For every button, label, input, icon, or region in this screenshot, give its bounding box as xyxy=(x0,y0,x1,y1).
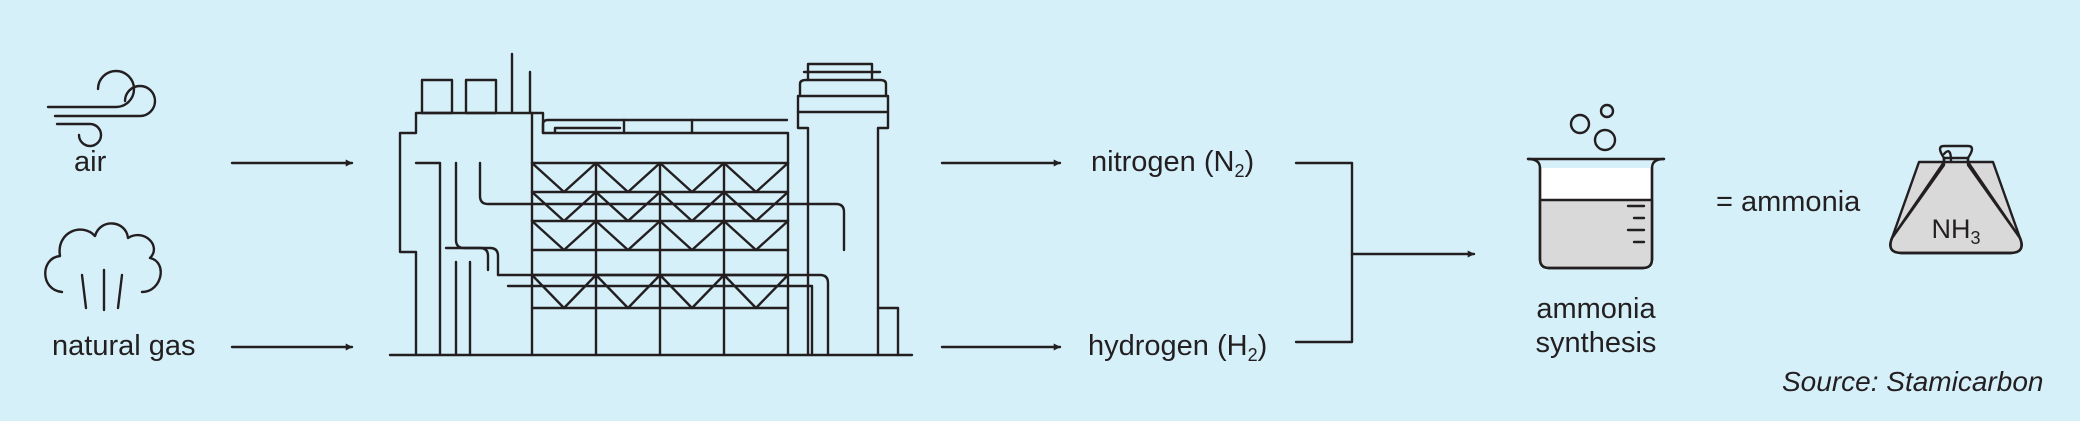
hydrogen-label: hydrogen (H2) xyxy=(1088,330,1268,365)
wind-icon xyxy=(46,69,157,148)
flask-icon xyxy=(1889,144,2023,255)
source-credit: Source: Stamicarbon xyxy=(1782,366,2044,397)
synthesis-line-2: synthesis xyxy=(1535,327,1657,359)
synthesis-line-1: ammonia xyxy=(1536,293,1656,325)
gas-cloud-icon xyxy=(44,222,162,312)
nitrogen-label: nitrogen (N2) xyxy=(1091,146,1255,181)
beaker-icon xyxy=(1526,103,1666,270)
merge-bracket xyxy=(1294,161,1354,344)
industrial-plant-icon xyxy=(388,52,914,357)
natural-gas-label: natural gas xyxy=(52,330,196,362)
nh3-formula: NH3 xyxy=(1931,214,1981,248)
air-label: air xyxy=(74,146,107,178)
ammonia-synthesis-label: ammonia synthesis xyxy=(1516,292,1676,360)
ammonia-result-label: = ammonia xyxy=(1716,186,1861,218)
